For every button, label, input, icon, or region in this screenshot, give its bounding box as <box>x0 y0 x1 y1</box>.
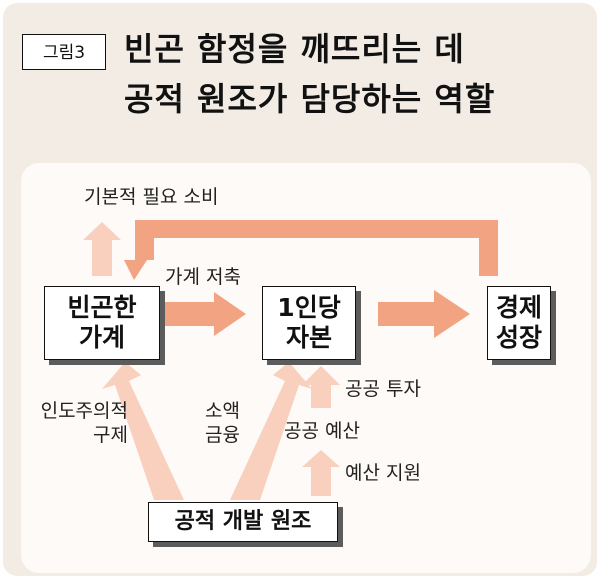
arrow-public-budget-to-capital <box>302 366 340 408</box>
label-budget-support: 예산 지원 <box>345 462 421 484</box>
node-growth-line-1: 경제 <box>495 293 542 322</box>
node-capital-line-1: 1인당 <box>277 293 341 322</box>
node-capital-per-capita: 1인당 자본 <box>262 286 356 360</box>
arrow-capital-to-growth <box>378 290 470 338</box>
arrow-aid-to-capital <box>230 362 312 500</box>
label-public-investment: 공공 투자 <box>345 378 421 400</box>
figure-number-label: 그림3 <box>22 34 106 70</box>
label-microfinance: 소액 금융 <box>205 400 240 448</box>
label-household-saving: 가계 저축 <box>165 266 241 288</box>
node-poor-household-line-1: 빈곤한 <box>67 293 137 322</box>
arrow-growth-to-household <box>124 220 498 280</box>
node-capital-line-2: 자본 <box>285 323 332 352</box>
node-economic-growth: 경제 성장 <box>487 286 551 360</box>
label-public-budget: 공공 예산 <box>284 420 360 442</box>
arrow-household-to-consumption <box>83 222 121 276</box>
arrow-household-to-capital <box>157 292 246 336</box>
label-humanitarian-relief: 인도주의적 구제 <box>28 400 128 448</box>
node-public-aid: 공적 개발 원조 <box>148 502 338 542</box>
node-poor-household: 빈곤한 가계 <box>44 286 160 360</box>
node-poor-household-line-2: 가계 <box>78 323 125 352</box>
label-humanitarian-line-2: 구제 <box>93 423 128 446</box>
figure-title: 빈곤 함정을 깨뜨리는 데 공적 원조가 담당하는 역할 <box>124 24 584 124</box>
label-basic-consumption: 기본적 필요 소비 <box>84 186 219 208</box>
label-humanitarian-line-1: 인도주의적 <box>40 400 128 422</box>
title-line-1: 빈곤 함정을 깨뜨리는 데 <box>124 30 465 68</box>
label-microfinance-line-2: 금융 <box>205 423 240 446</box>
arrow-aid-to-household <box>102 362 184 500</box>
node-growth-line-2: 성장 <box>495 323 542 352</box>
title-line-2: 공적 원조가 담당하는 역할 <box>124 80 496 118</box>
label-microfinance-line-1: 소액 <box>205 400 240 422</box>
node-public-aid-label: 공적 개발 원조 <box>174 508 312 534</box>
arrow-budget-to-public-budget <box>302 450 340 496</box>
